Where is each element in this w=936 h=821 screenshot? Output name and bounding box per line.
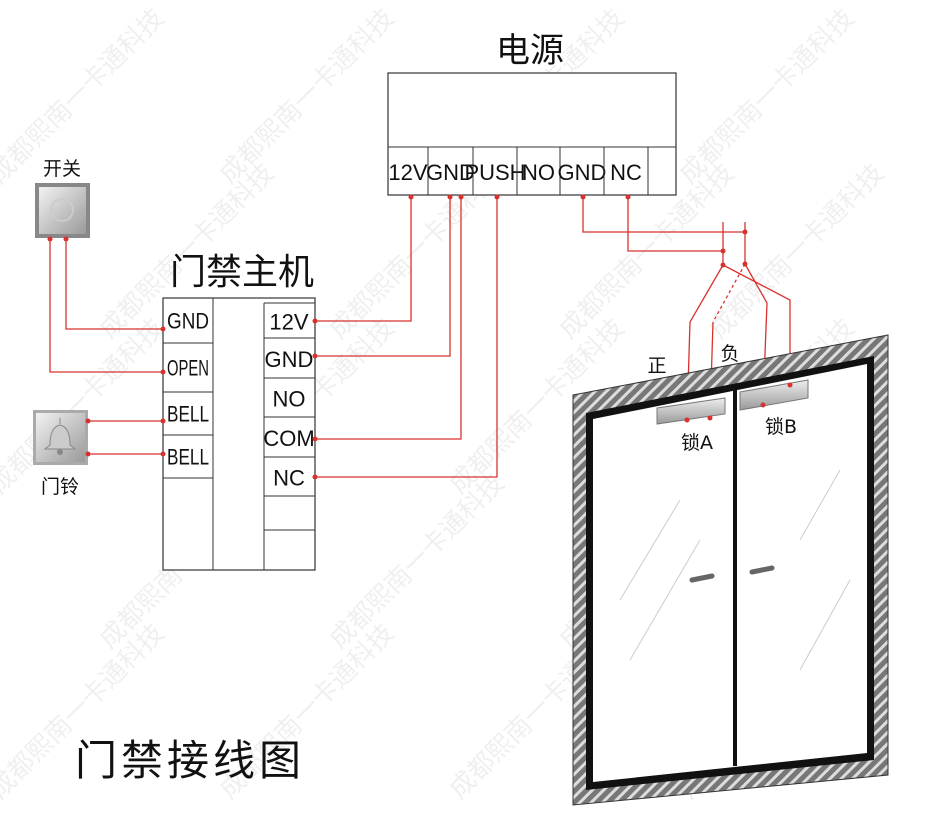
bell-icon	[43, 418, 77, 450]
switch-label: 开关	[43, 158, 81, 180]
door-handles	[689, 565, 775, 583]
controller-terminals: GND OPEN BELL BELL 12V GND NO COM NC	[163, 309, 315, 531]
diagram-title: 门禁接线图	[75, 736, 305, 785]
power-supply-box	[387, 72, 677, 196]
watermark-text: 成都熙南一卡通科技	[324, 468, 511, 655]
exit-switch	[35, 183, 90, 238]
lock-b	[739, 379, 809, 411]
power-terminal: PUSH	[464, 160, 525, 185]
glass-door	[572, 334, 889, 806]
power-supply-title: 电源	[496, 31, 564, 71]
watermark-text: 成都熙南一卡通科技	[0, 313, 170, 500]
power-terminal: NO	[522, 160, 555, 185]
controller-right-terminal: NC	[273, 466, 305, 491]
power-terminal: 12V	[388, 160, 427, 185]
controller-left-terminal: BELL	[167, 445, 209, 470]
switch-button-icon	[50, 198, 74, 222]
lock-a	[656, 397, 726, 425]
power-terminal: GND	[558, 160, 607, 185]
controller-title: 门禁主机	[170, 252, 314, 293]
controller-right-terminal: COM	[263, 426, 314, 451]
controller-left-terminal: OPEN	[167, 356, 209, 381]
positive-label: 正	[647, 355, 666, 377]
negative-label: 负	[720, 343, 739, 365]
lock-b-label: 锁B	[765, 416, 797, 438]
watermark-text: 成都熙南一卡通科技	[0, 3, 170, 190]
doorbell-label: 门铃	[41, 476, 79, 498]
controller-left-terminal: BELL	[167, 402, 209, 427]
lock-a-label: 锁A	[681, 432, 713, 454]
power-terminal: NC	[610, 160, 642, 185]
controller-right-terminal: 12V	[269, 310, 308, 335]
controller-left-terminal: GND	[167, 309, 209, 334]
watermark-text: 成都熙南一卡通科技	[674, 3, 861, 190]
controller-right-terminal: GND	[265, 347, 314, 372]
power-terminal: GND	[426, 160, 475, 185]
watermark-text: 成都熙南一卡通科技	[214, 3, 401, 190]
controller-right-terminal: NO	[273, 387, 306, 412]
doorbell	[33, 410, 88, 465]
